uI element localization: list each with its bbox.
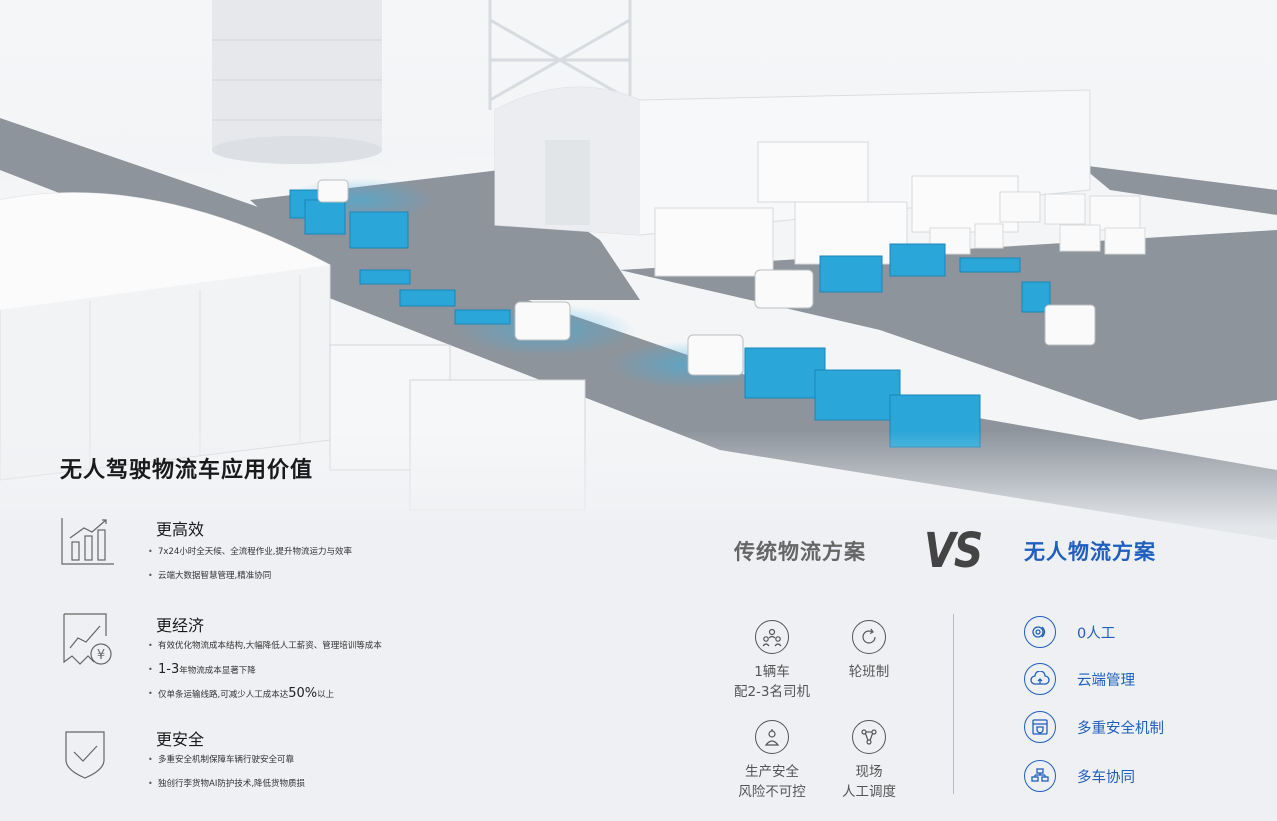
svg-text:¥: ¥ — [97, 648, 105, 663]
traditional-item-line2: 配2-3名司机 — [733, 684, 811, 700]
bar-chart-icon — [61, 518, 114, 565]
traditional-item-dispatch: 现场人工调度 — [814, 720, 924, 802]
value-bullet: 1-3年物流成本显著下降 — [148, 658, 382, 682]
drivers-group-icon — [755, 620, 789, 654]
cost-chart-icon: ¥ — [63, 613, 112, 665]
traditional-item-line1: 1辆车 — [754, 664, 790, 680]
value-bullet: 多重安全机制保障车辆行驶安全可靠 — [148, 748, 305, 772]
traditional-item-shift: 轮班制 — [814, 620, 924, 682]
comparison-divider — [953, 614, 954, 794]
safety-mechanism-icon — [1024, 711, 1056, 743]
vs-label: VS — [924, 523, 983, 579]
shield-check-icon — [65, 731, 105, 779]
value-heading: 更安全 — [156, 730, 205, 749]
traditional-item-line2: 风险不可控 — [738, 784, 806, 800]
unmanned-item-label: 多车协同 — [1077, 770, 1135, 786]
value-bullet: 独创行李货物AI防护技术,降低货物质损 — [148, 772, 305, 796]
unmanned-item-label: 0人工 — [1077, 626, 1116, 642]
traditional-item-line1: 轮班制 — [848, 664, 890, 680]
multi-vehicle-icon — [1024, 760, 1056, 792]
page-title: 无人驾驶物流车应用价值 — [60, 458, 314, 483]
value-heading: 更高效 — [156, 520, 205, 539]
traditional-solution-title: 传统物流方案 — [734, 540, 866, 564]
traditional-item-line2: 人工调度 — [842, 784, 896, 800]
traditional-item-risk: 生产安全风险不可控 — [717, 720, 827, 802]
unmanned-item-label: 多重安全机制 — [1077, 721, 1164, 737]
traditional-item-drivers: 1辆车配2-3名司机 — [717, 620, 827, 702]
rotation-icon — [852, 620, 886, 654]
unmanned-item-label: 云端管理 — [1077, 673, 1135, 689]
traditional-item-line1: 现场 — [855, 764, 883, 780]
risk-person-icon — [755, 720, 789, 754]
zero-labor-icon — [1024, 616, 1056, 648]
cloud-management-icon — [1024, 663, 1056, 695]
manual-dispatch-icon — [852, 720, 886, 754]
value-bullet: 云端大数据智慧管理,精准协同 — [148, 564, 352, 588]
value-bullet: 有效优化物流成本结构,大幅降低人工薪资、管理培训等成本 — [148, 634, 382, 658]
value-bullet: 7x24小时全天候、全流程作业,提升物流运力与效率 — [148, 540, 352, 564]
value-bullet: 仅单条运输线路,可减少人工成本达50%以上 — [148, 682, 382, 706]
unmanned-solution-title: 无人物流方案 — [1024, 540, 1156, 564]
traditional-item-line1: 生产安全 — [745, 764, 799, 780]
value-heading: 更经济 — [156, 616, 205, 635]
